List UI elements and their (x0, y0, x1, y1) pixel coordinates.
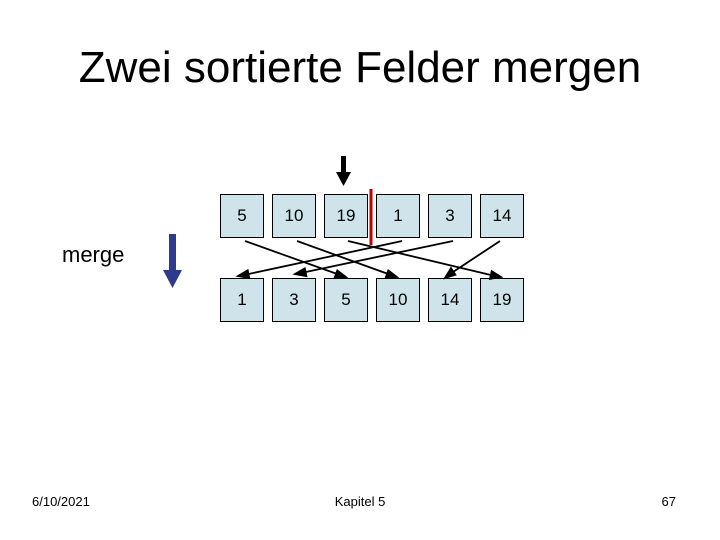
footer-page-number: 67 (661, 494, 676, 509)
connector-arrow (300, 240, 454, 274)
input-cell: 3 (428, 194, 472, 238)
output-cell: 5 (324, 278, 368, 322)
input-cell: 5 (220, 194, 264, 238)
merge-direction-arrow-icon (163, 234, 182, 288)
connector-arrow (449, 240, 501, 275)
output-cell: 1 (220, 278, 264, 322)
footer-date: 6/10/2021 (32, 494, 90, 509)
arrowhead (333, 268, 349, 279)
connector-arrow (347, 240, 496, 277)
arrowhead (235, 268, 251, 280)
slide-title: Zwei sortierte Felder mergen (78, 43, 642, 92)
arrowhead (442, 266, 457, 280)
output-cell: 3 (272, 278, 316, 322)
input-cell: 19 (324, 194, 368, 238)
arrowhead (384, 268, 400, 279)
arrowhead (292, 267, 308, 278)
connector-arrows (235, 240, 504, 281)
output-cell: 19 (480, 278, 524, 322)
connector-arrow (243, 240, 403, 276)
connector-arrow (296, 240, 392, 276)
output-cell: 10 (376, 278, 420, 322)
input-cell: 14 (480, 194, 524, 238)
output-cell: 14 (428, 278, 472, 322)
footer-chapter: Kapitel 5 (334, 494, 386, 509)
input-cell: 10 (272, 194, 316, 238)
connector-arrow (244, 240, 341, 276)
pointer-arrow-icon (336, 156, 351, 186)
merge-label: merge (62, 242, 125, 267)
input-cell: 1 (376, 194, 420, 238)
